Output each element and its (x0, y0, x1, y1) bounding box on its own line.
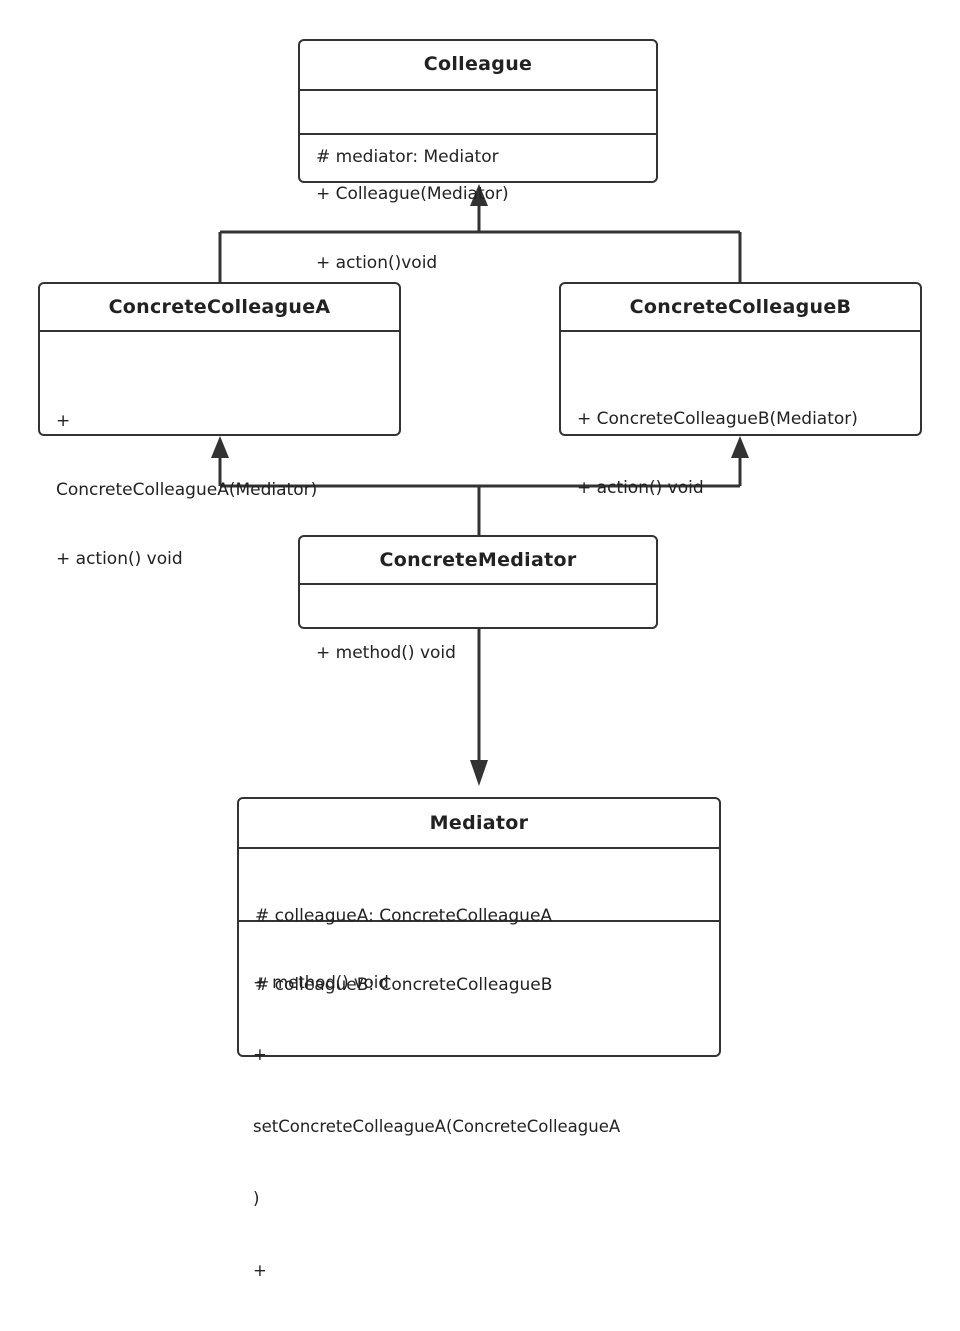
class-name: Mediator (429, 812, 529, 834)
method: + (253, 1045, 267, 1064)
methods-section: + ConcreteColleagueB(Mediator) + action(… (561, 330, 920, 546)
method: + method() void (316, 643, 456, 663)
methods-section: + ConcreteColleagueA(Mediator) + action(… (40, 330, 399, 617)
arrowhead-mediator (470, 760, 488, 786)
class-concrete-mediator[interactable]: ConcreteMediator + method() void (298, 535, 658, 663)
class-name: ConcreteColleagueA (108, 296, 331, 318)
method: + method() void (253, 973, 389, 992)
methods-section: + method() void (300, 583, 656, 711)
attributes-section: # colleagueA: ConcreteColleagueA # colle… (239, 847, 719, 995)
class-concrete-colleague-b[interactable]: ConcreteColleagueB + ConcreteColleagueB(… (559, 282, 922, 498)
attribute: # colleagueA: ConcreteColleagueA (255, 906, 553, 926)
class-name: ConcreteMediator (379, 549, 577, 571)
method: ) (253, 1189, 260, 1208)
method: + Colleague(Mediator) (316, 184, 509, 204)
attribute: # mediator: Mediator (316, 147, 499, 167)
method: + action() void (56, 549, 183, 569)
method: + ConcreteColleagueB(Mediator) (577, 409, 858, 429)
class-name: ConcreteColleagueB (629, 296, 852, 318)
method: + (56, 411, 71, 431)
attribute: # colleagueB: ConcreteColleagueB (255, 975, 553, 995)
class-concrete-colleague-a[interactable]: ConcreteColleagueA + ConcreteColleagueA(… (38, 282, 401, 569)
method: + action() void (577, 478, 704, 498)
arrowhead-colleague (470, 184, 488, 206)
methods-section: + Colleague(Mediator) + action()void (300, 133, 656, 321)
uml-diagram-connectors (211, 184, 749, 786)
class-colleague[interactable]: Colleague # mediator: Mediator + Colleag… (298, 39, 658, 273)
arrowhead-concrete-b (731, 436, 749, 458)
class-mediator[interactable]: Mediator # colleagueA: ConcreteColleague… (237, 797, 721, 1280)
class-name: Colleague (423, 53, 533, 75)
method: + (253, 1261, 267, 1280)
arrowhead-concrete-a (211, 436, 229, 458)
method: setConcreteColleagueA(ConcreteColleagueA (253, 1117, 621, 1136)
method: ConcreteColleagueA(Mediator) (56, 480, 318, 500)
attributes-section: # mediator: Mediator (300, 89, 656, 167)
method: + action()void (316, 253, 438, 273)
